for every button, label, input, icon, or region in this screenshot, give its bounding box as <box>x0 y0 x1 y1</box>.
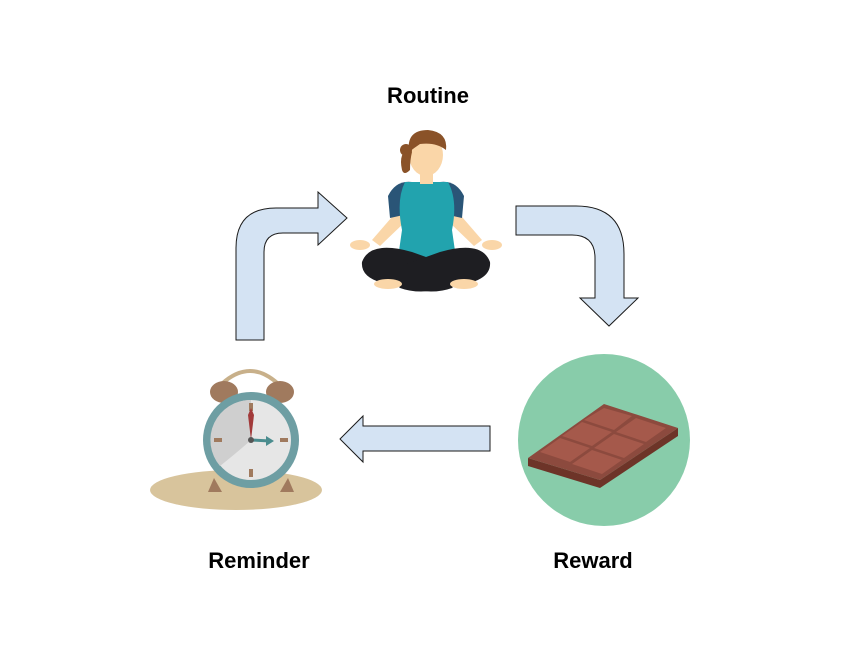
arrow-reward-to-reminder <box>339 414 491 464</box>
routine-label: Routine <box>387 83 469 108</box>
alarm-clock-icon <box>150 369 322 510</box>
reminder-label: Reminder <box>208 548 310 573</box>
arrow-routine-to-reward <box>515 205 640 327</box>
reward-label: Reward <box>553 548 633 573</box>
meditation-figure-icon <box>350 130 502 292</box>
arrow-reminder-to-routine <box>235 190 348 341</box>
chocolate-bar-icon <box>518 354 690 526</box>
